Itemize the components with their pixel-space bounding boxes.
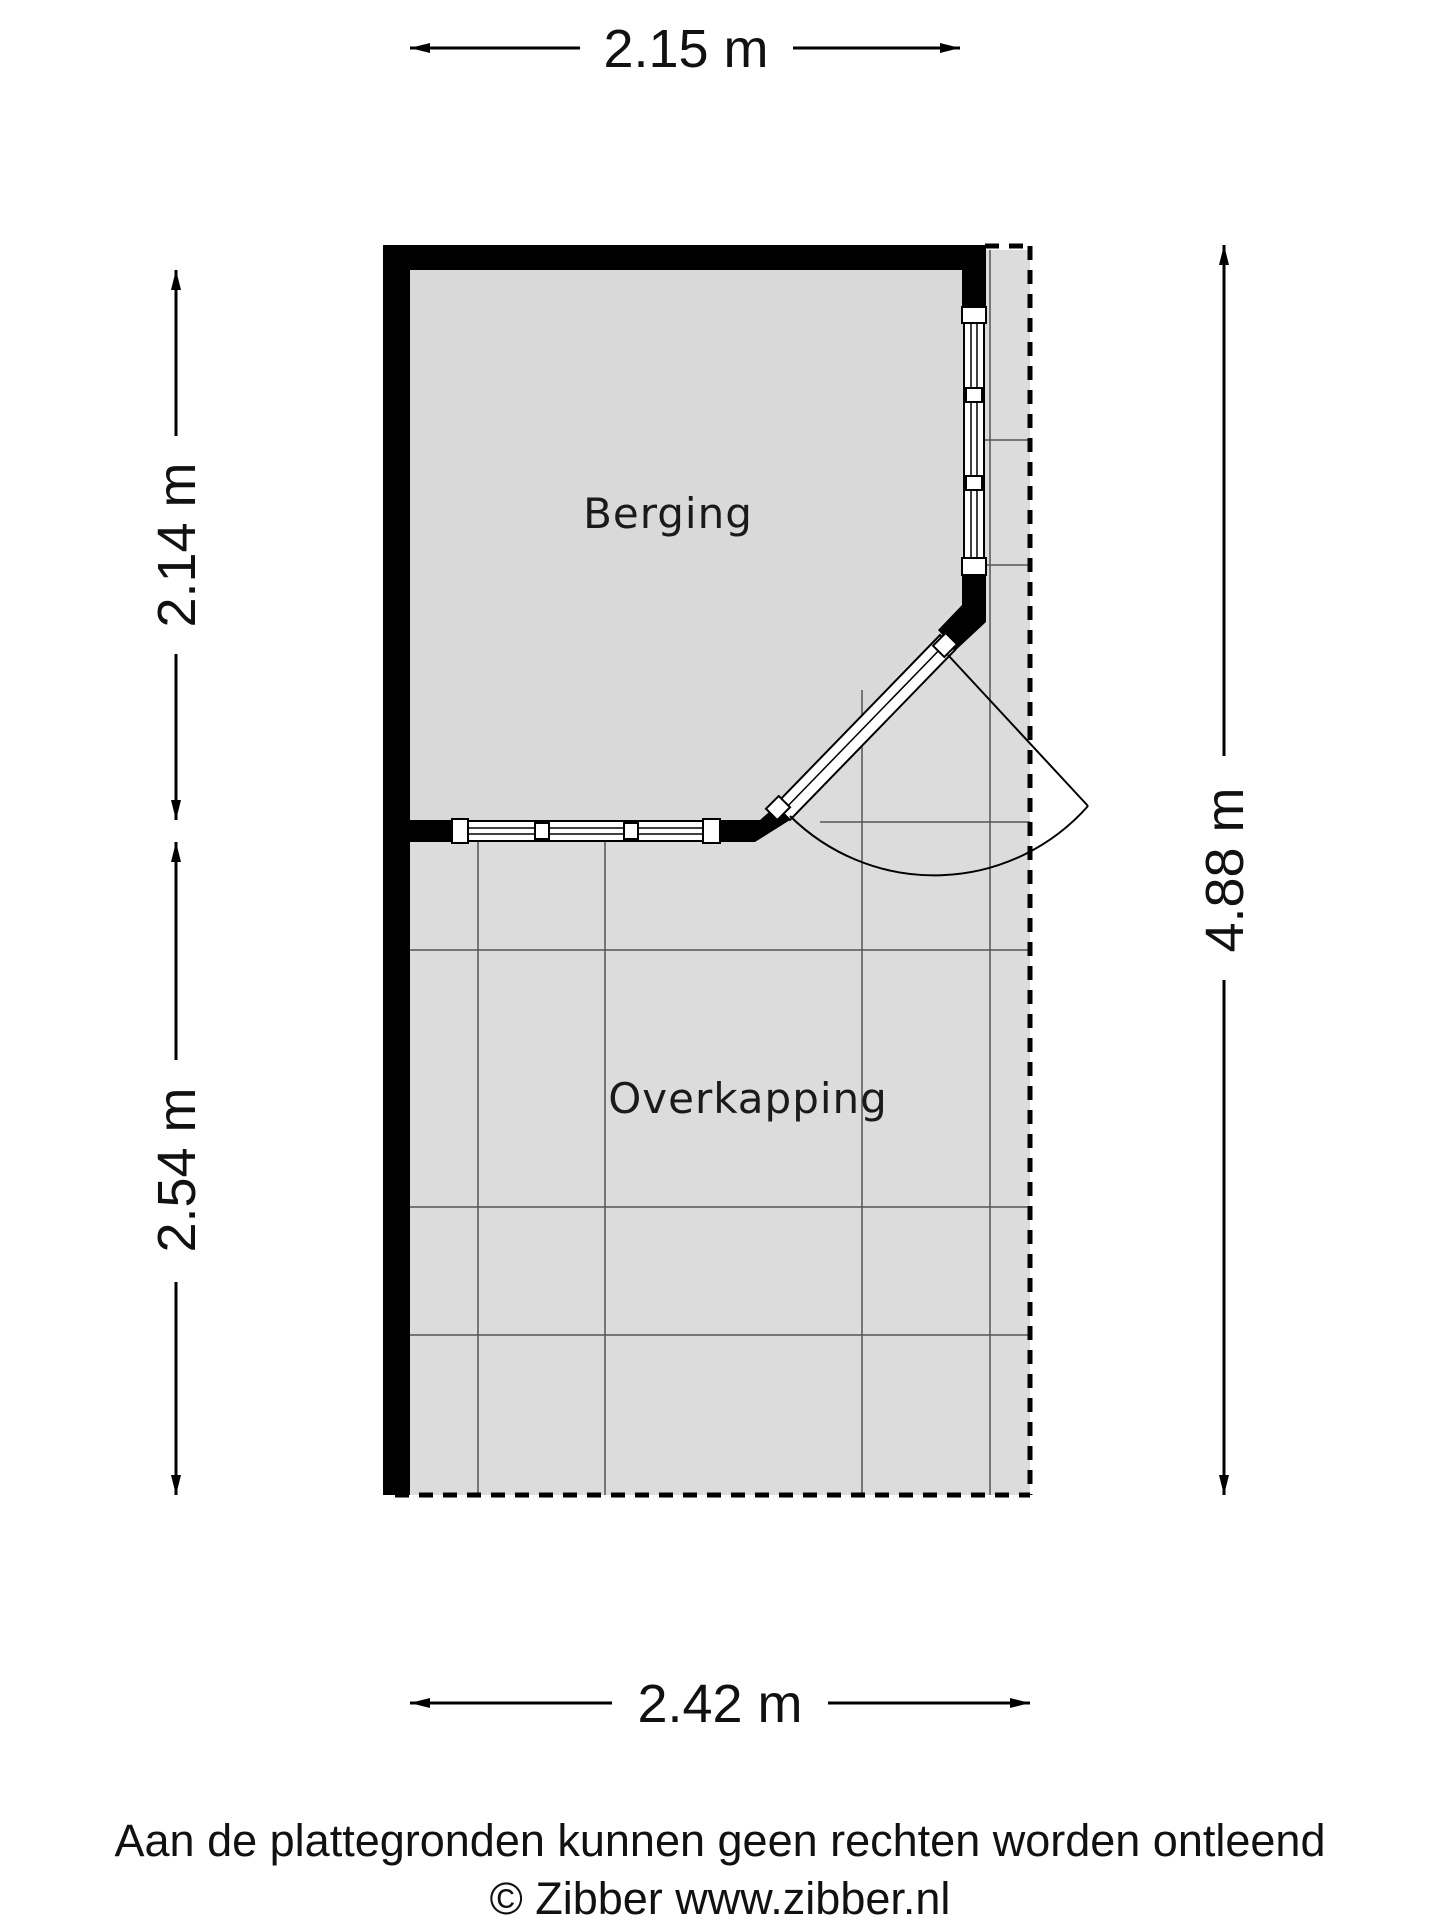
dimension-top: 2.15 m: [410, 19, 960, 79]
dimension-top-label: 2.15 m: [603, 19, 768, 79]
dimension-left-upper: 2.14 m: [147, 270, 207, 820]
door-swing: [789, 654, 1089, 877]
walls: [383, 245, 986, 1495]
window-right: [961, 306, 987, 576]
wall-right-corner: [938, 575, 986, 650]
wall-right-upper: [962, 245, 986, 307]
overkapping-outline: [395, 243, 1033, 1498]
room-label-overkapping: Overkapping: [608, 1074, 888, 1123]
dimension-right-label: 4.88 m: [1195, 787, 1255, 952]
wall-top: [383, 245, 986, 270]
overkapping-floor: [395, 825, 1030, 1495]
dimension-bottom: 2.42 m: [410, 1674, 1030, 1734]
window-bottom: [451, 818, 721, 844]
room-label-berging: Berging: [583, 489, 753, 538]
copyright-text: © Zibber www.zibber.nl: [489, 1873, 951, 1924]
dimension-left-lower-label: 2.54 m: [147, 1087, 207, 1252]
floor-area: [395, 250, 1030, 1495]
tile-grid: [395, 250, 1030, 1495]
dimension-right: 4.88 m: [1195, 245, 1255, 1495]
wall-middle-left: [410, 820, 452, 842]
dimension-bottom-label: 2.42 m: [637, 1674, 802, 1734]
berging-inner-floor: [410, 270, 962, 820]
dimension-left-lower: 2.54 m: [147, 842, 207, 1495]
door-diagonal: [764, 631, 959, 822]
dimension-left-upper-label: 2.14 m: [147, 462, 207, 627]
disclaimer-text: Aan de plattegronden kunnen geen rechten…: [114, 1815, 1326, 1866]
wall-left: [383, 245, 410, 1495]
